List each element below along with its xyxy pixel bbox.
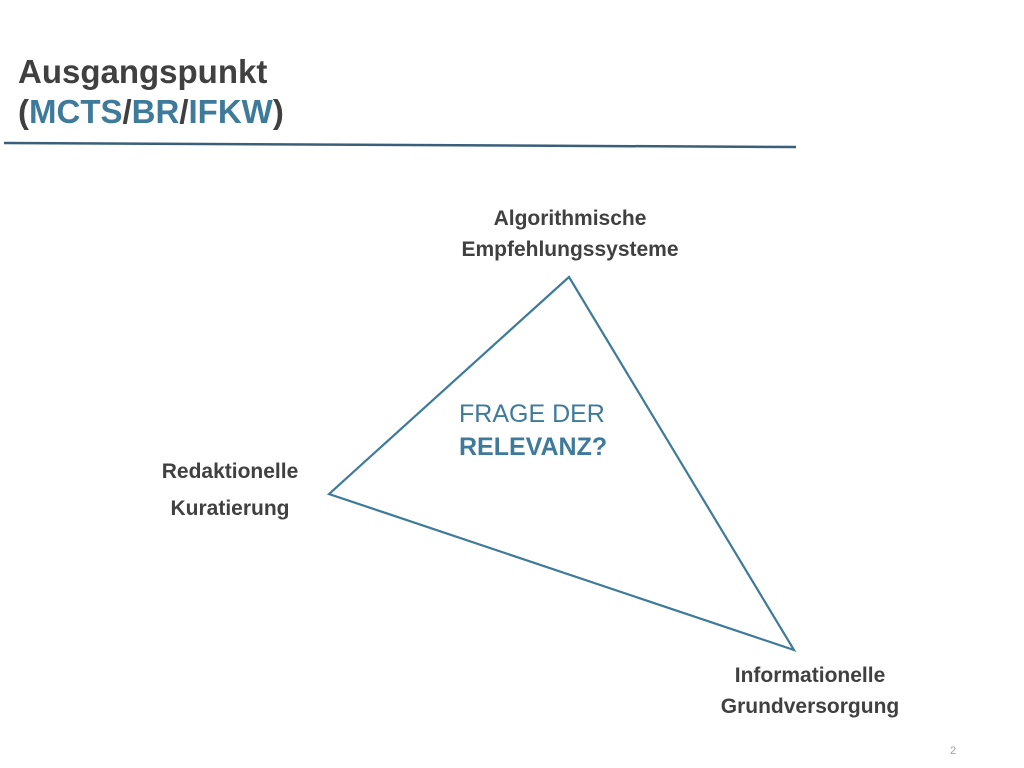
node-left-line1: Redaktionelle	[161, 460, 299, 483]
title-part-mcts: MCTS	[29, 93, 123, 130]
node-left-line2: Kuratierung	[170, 497, 290, 520]
title-part-ifkw: IFKW	[188, 93, 273, 130]
center-line1: FRAGE DER	[459, 400, 605, 428]
node-top-line1: Algorithmische	[493, 207, 647, 230]
triangle-shape	[326, 275, 797, 652]
center-line2: RELEVANZ?	[459, 433, 608, 461]
title-open-paren: (	[18, 93, 29, 130]
node-bottom-line1: Informationelle	[734, 664, 886, 687]
title-underline-line	[3, 141, 797, 149]
page-number: 2	[950, 745, 957, 757]
node-basic-information-supply: Informationelle Grundversorgung	[650, 660, 970, 722]
page-title: Ausgangspunkt (MCTS/BR/IFKW)	[18, 52, 284, 132]
node-editorial-curation: Redaktionelle Kuratierung	[110, 453, 350, 527]
title-part-br: BR	[131, 93, 180, 130]
title-close-paren: )	[272, 93, 284, 130]
title-sep1: /	[122, 93, 132, 130]
node-top-line2: Empfehlungssysteme	[461, 238, 679, 261]
node-bottom-line2: Grundversorgung	[720, 695, 900, 718]
node-algorithmic-recommendation: Algorithmische Empfehlungssysteme	[410, 203, 730, 265]
title-line1: Ausgangspunkt	[18, 53, 268, 90]
center-question: FRAGE DER RELEVANZ?	[410, 398, 710, 464]
title-sep2: /	[179, 93, 189, 130]
